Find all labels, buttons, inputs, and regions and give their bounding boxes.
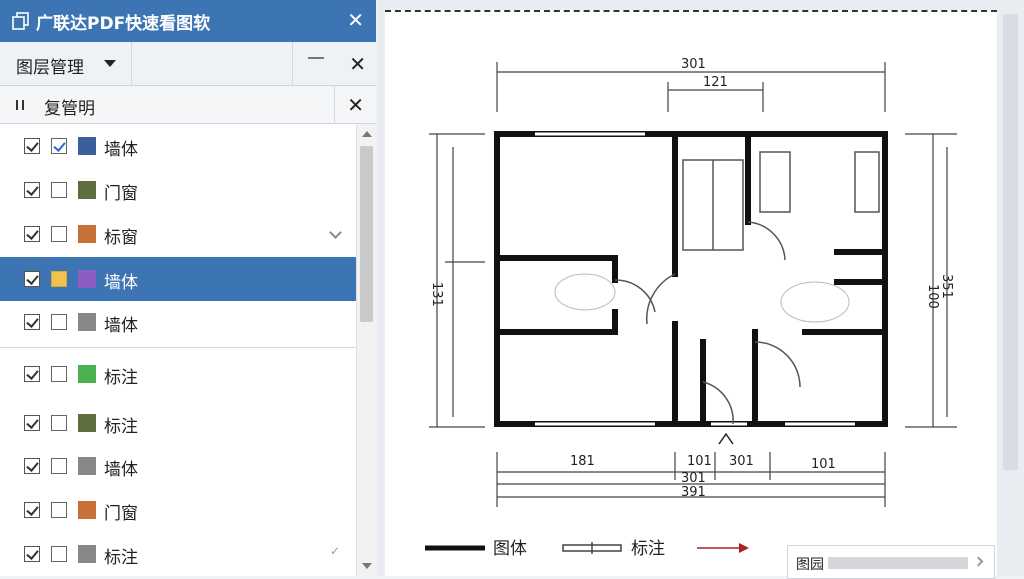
- scroll-down-icon[interactable]: [362, 563, 372, 569]
- visibility-checkbox[interactable]: [24, 415, 40, 431]
- document-scrollbar[interactable]: [1003, 14, 1018, 470]
- close-subbar-button[interactable]: ✕: [347, 93, 364, 117]
- lock-checkbox[interactable]: [51, 314, 67, 330]
- layer-panel: 广联达PDF快速看图软 ✕ 图层管理 ✕ 复管明 ✕ 墙体 门窗: [0, 0, 376, 576]
- layer-label: 标注: [104, 548, 138, 568]
- layer-row[interactable]: 标注: [0, 401, 356, 445]
- minimize-button[interactable]: [292, 42, 332, 86]
- color-swatch[interactable]: [78, 181, 96, 199]
- dim-label: 131: [429, 282, 444, 307]
- layer-status-box[interactable]: 图园: [787, 545, 995, 579]
- dim-label: 181: [570, 454, 595, 469]
- floor-plan-drawing: 301 121 181 101 301 101 301 391 131 100 …: [425, 57, 957, 559]
- layer-label: 标窗: [104, 228, 138, 248]
- visibility-checkbox[interactable]: [24, 502, 40, 518]
- chevron-right-icon[interactable]: [973, 556, 984, 567]
- dim-label: 101: [811, 457, 836, 472]
- status-field[interactable]: [828, 557, 968, 569]
- drawing-page: 301 121 181 101 301 101 301 391 131 100 …: [385, 10, 997, 579]
- layer-label: 标注: [104, 417, 138, 437]
- dim-label: 391: [681, 485, 706, 500]
- check-icon: ✓: [329, 544, 340, 558]
- layer-label: 墙体: [104, 140, 138, 160]
- subbar-label: 复管明: [44, 99, 95, 119]
- dim-label: 301: [729, 454, 754, 469]
- separator: [334, 86, 335, 124]
- dim-label: 301: [681, 57, 706, 72]
- visibility-checkbox[interactable]: [24, 182, 40, 198]
- caret-down-icon: [104, 60, 116, 67]
- visibility-checkbox[interactable]: [24, 366, 40, 382]
- layer-row[interactable]: 墙体: [0, 124, 356, 168]
- close-panel-button[interactable]: ✕: [349, 52, 366, 76]
- layer-row[interactable]: 墙体: [0, 300, 356, 344]
- chevron-down-icon[interactable]: [329, 226, 342, 239]
- color-swatch[interactable]: [78, 225, 96, 243]
- layer-label: 门窗: [104, 504, 138, 524]
- layer-label: 门窗: [104, 184, 138, 204]
- window-title: 广联达PDF快速看图软: [36, 14, 211, 34]
- scroll-thumb[interactable]: [360, 146, 373, 322]
- color-swatch[interactable]: [78, 457, 96, 475]
- minus-icon: [308, 57, 324, 59]
- visibility-checkbox[interactable]: [24, 458, 40, 474]
- visibility-checkbox[interactable]: [24, 226, 40, 242]
- lock-checkbox[interactable]: [51, 546, 67, 562]
- layer-row[interactable]: 标注 ✓: [0, 532, 356, 576]
- lock-checkbox[interactable]: [51, 138, 67, 154]
- layer-label: 墙体: [104, 460, 138, 480]
- color-swatch[interactable]: [78, 313, 96, 331]
- layer-row-selected[interactable]: 墙体: [0, 257, 356, 301]
- color-swatch[interactable]: [78, 137, 96, 155]
- lock-checkbox[interactable]: [51, 415, 67, 431]
- legend-dim-label: 标注: [631, 539, 665, 559]
- color-swatch[interactable]: [78, 545, 96, 563]
- dim-label: 100: [925, 284, 940, 309]
- list-divider: [0, 347, 356, 348]
- lock-checkbox[interactable]: [51, 366, 67, 382]
- layer-row[interactable]: 标窗: [0, 212, 356, 256]
- title-bar: 广联达PDF快速看图软 ✕: [0, 0, 376, 42]
- dim-label: 301: [681, 471, 706, 486]
- dim-label: 121: [703, 75, 728, 90]
- pause-icon[interactable]: [16, 100, 24, 110]
- visibility-checkbox[interactable]: [24, 546, 40, 562]
- layer-row[interactable]: 标注: [0, 352, 356, 396]
- layer-row[interactable]: 墙体: [0, 444, 356, 488]
- scroll-up-icon[interactable]: [362, 131, 372, 137]
- visibility-checkbox[interactable]: [24, 138, 40, 154]
- panel-subbar: 复管明 ✕: [0, 86, 376, 124]
- lock-checkbox[interactable]: [51, 182, 67, 198]
- app-icon: [12, 12, 29, 30]
- color-swatch[interactable]: [78, 414, 96, 432]
- document-view[interactable]: 301 121 181 101 301 101 301 391 131 100 …: [377, 0, 1024, 579]
- layer-list: 墙体 门窗 标窗 墙体 墙体: [0, 124, 356, 576]
- status-label: 图园: [796, 557, 824, 573]
- layer-label: 标注: [104, 368, 138, 388]
- layer-label: 墙体: [104, 316, 138, 336]
- dim-label: 101: [687, 454, 712, 469]
- visibility-checkbox[interactable]: [24, 314, 40, 330]
- lock-checkbox[interactable]: [51, 502, 67, 518]
- lock-checkbox[interactable]: [51, 271, 67, 287]
- close-window-button[interactable]: ✕: [347, 8, 364, 32]
- layer-list-scrollbar[interactable]: [356, 124, 376, 576]
- color-swatch[interactable]: [78, 365, 96, 383]
- dim-label: 351: [939, 274, 954, 299]
- layer-row[interactable]: 门窗: [0, 488, 356, 532]
- legend-wall-label: 图体: [493, 539, 527, 559]
- visibility-checkbox[interactable]: [24, 271, 40, 287]
- layer-manage-label: 图层管理: [16, 58, 84, 78]
- layer-manage-menu[interactable]: 图层管理: [0, 42, 132, 86]
- color-swatch[interactable]: [78, 501, 96, 519]
- lock-checkbox[interactable]: [51, 458, 67, 474]
- layer-label: 墙体: [104, 273, 138, 293]
- panel-toolbar: 图层管理 ✕: [0, 42, 376, 86]
- lock-checkbox[interactable]: [51, 226, 67, 242]
- layer-row[interactable]: 门窗: [0, 168, 356, 212]
- color-swatch[interactable]: [78, 270, 96, 288]
